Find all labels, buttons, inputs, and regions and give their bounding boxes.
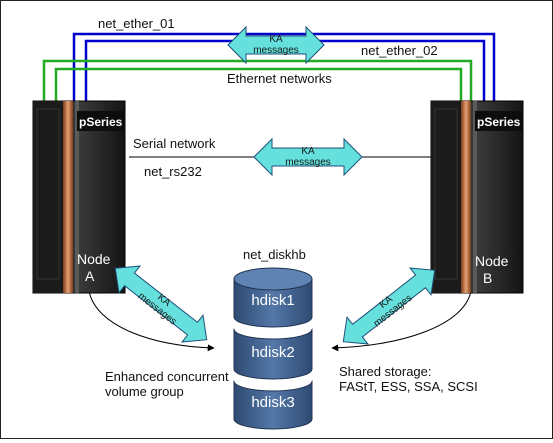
disk-ka-arrow-left: KA messages: [114, 265, 208, 343]
node-a-label-1: Node: [77, 251, 111, 267]
hdisk3-label: hdisk3: [251, 394, 294, 411]
net-ether-02-label: net_ether_02: [361, 43, 438, 58]
shared-storage-label-2: FAStT, ESS, SSA, SCSI: [339, 379, 478, 394]
node-a-label-2: A: [85, 268, 95, 284]
serial-ka-label-2: messages: [285, 157, 331, 168]
net-diskhb-label: net_diskhb: [243, 247, 306, 262]
shared-disk-stack: hdisk1 hdisk2 hdisk3: [233, 267, 313, 430]
diskhb-curve-right: [331, 290, 472, 352]
ethernet-networks-label: Ethernet networks: [227, 71, 332, 86]
net-ether-02-lines: [42, 59, 473, 111]
shared-storage-label-1: Shared storage:: [339, 364, 432, 379]
serial-ka-arrow: KA messages: [253, 137, 363, 177]
node-b-label-2: B: [483, 270, 492, 286]
hdisk2-label: hdisk2: [251, 344, 294, 361]
serial-ka-label-1: KA: [301, 146, 315, 157]
disk-ka-arrow-right: KA messages: [342, 267, 436, 345]
node-b-label-1: Node: [475, 253, 509, 269]
net-rs232-label: net_rs232: [144, 164, 202, 179]
volume-group-label-1: Enhanced concurrent: [105, 369, 229, 384]
net-ether-01-label: net_ether_01: [98, 16, 175, 31]
node-b-cabinet: pSeries Node B: [430, 100, 524, 294]
ethernet-ka-label-1: KA: [269, 34, 283, 45]
serial-network-label: Serial network: [133, 136, 216, 151]
node-b-brand: pSeries: [477, 115, 521, 129]
volume-group-label-2: volume group: [105, 384, 184, 399]
node-a-brand: pSeries: [79, 115, 123, 129]
ethernet-ka-label-2: messages: [253, 45, 299, 56]
ethernet-ka-arrow: KA messages: [227, 25, 325, 65]
hdisk1-label: hdisk1: [251, 292, 294, 309]
hdisk1-cylinder: [233, 267, 313, 328]
node-a-cabinet: pSeries Node A: [32, 100, 126, 294]
diskhb-curve-left: [88, 290, 215, 352]
